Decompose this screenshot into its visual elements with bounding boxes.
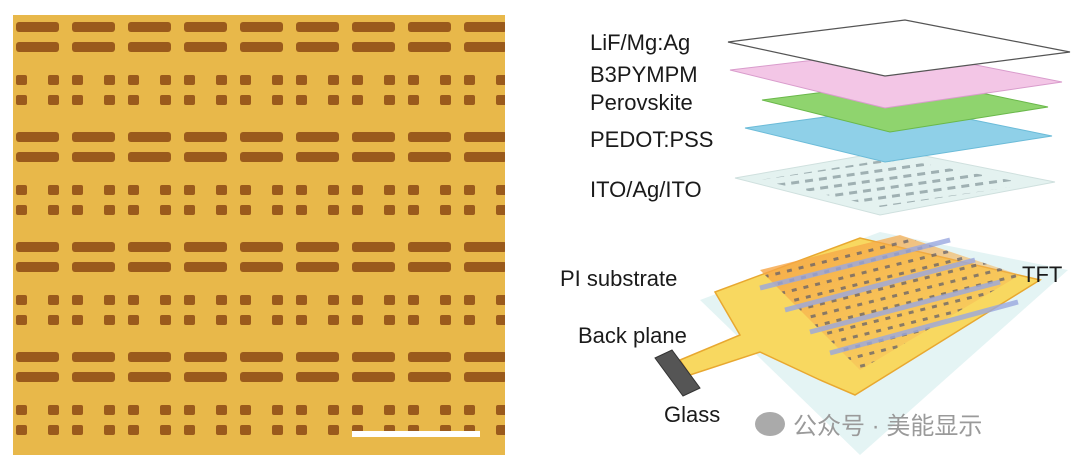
label-perovskite: Perovskite <box>590 90 693 115</box>
label-pedot: PEDOT:PSS <box>590 127 714 152</box>
lif-layer <box>727 19 1071 77</box>
label-tft: TFT <box>1022 262 1063 287</box>
label-glass: Glass <box>664 402 721 427</box>
glass-block <box>654 349 701 397</box>
micrograph-panel <box>13 15 505 455</box>
label-back-plane: Back plane <box>578 323 687 348</box>
label-pi-substrate: PI substrate <box>560 266 678 291</box>
label-lif: LiF/Mg:Ag <box>590 30 691 55</box>
label-b3pympm: B3PYMPM <box>590 62 698 87</box>
layer-stack <box>654 19 1071 455</box>
wechat-icon <box>755 411 785 436</box>
watermark-text: 公众号 · 美能显示 <box>793 413 983 440</box>
watermark: 公众号 · 美能显示 <box>755 406 982 441</box>
scale-bar <box>352 431 480 437</box>
label-ito: ITO/Ag/ITO <box>590 177 702 202</box>
